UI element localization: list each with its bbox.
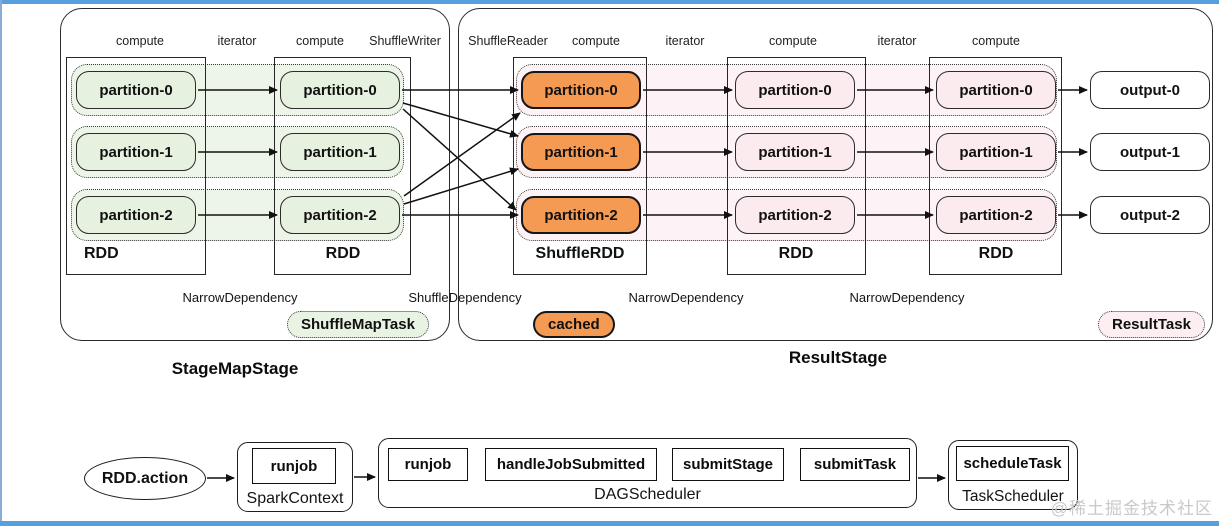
spark-context-label: SparkContext	[246, 490, 344, 507]
shuffle-map-task-badge: ShuffleMapTask	[287, 311, 429, 338]
dependency-label: NarrowDependency	[849, 290, 965, 305]
cached-badge: cached	[533, 311, 615, 338]
rdd3-box	[727, 57, 866, 275]
rdd-label: RDD	[978, 245, 1014, 262]
column-header: iterator	[877, 34, 917, 48]
column-header: compute	[296, 34, 344, 48]
partition-node: partition-2	[280, 196, 400, 234]
column-header: ShuffleWriter	[369, 34, 441, 48]
runjob-method: runjob	[252, 448, 336, 484]
cached-partition-node: partition-2	[521, 196, 641, 234]
column-header: iterator	[665, 34, 705, 48]
partition-node: partition-1	[76, 133, 196, 171]
submit-stage-method: submitStage	[672, 448, 784, 481]
map-stage-title: StageMapStage	[171, 359, 299, 378]
top-edge-line	[0, 0, 1219, 4]
shuffle-rdd-label: ShuffleRDD	[535, 245, 625, 262]
result-stage-title: ResultStage	[788, 348, 888, 367]
runjob-method: runjob	[388, 448, 468, 481]
column-header: ShuffleReader	[468, 34, 548, 48]
column-header: compute	[116, 34, 164, 48]
column-header: compute	[972, 34, 1020, 48]
dependency-label: NarrowDependency	[182, 290, 298, 305]
left-edge-line	[0, 0, 2, 526]
rdd1-box	[66, 57, 206, 275]
rdd-label: RDD	[84, 245, 119, 262]
cached-partition-node: partition-0	[521, 71, 641, 109]
watermark: @稀土掘金技术社区	[1050, 499, 1213, 518]
schedule-task-method: scheduleTask	[956, 446, 1069, 481]
submit-task-method: submitTask	[800, 448, 910, 481]
column-header: iterator	[217, 34, 257, 48]
output-node: output-0	[1090, 71, 1210, 109]
partition-node: partition-2	[936, 196, 1056, 234]
bottom-edge-line	[0, 521, 1219, 526]
column-header: compute	[572, 34, 620, 48]
partition-node: partition-1	[280, 133, 400, 171]
cached-partition-node: partition-1	[521, 133, 641, 171]
partition-node: partition-0	[76, 71, 196, 109]
rdd-action-node: RDD.action	[84, 457, 206, 500]
rdd-label: RDD	[778, 245, 814, 262]
dependency-label: NarrowDependency	[628, 290, 744, 305]
partition-node: partition-2	[76, 196, 196, 234]
result-task-badge: ResultTask	[1098, 311, 1205, 338]
rdd-label: RDD	[325, 245, 361, 262]
partition-node: partition-2	[735, 196, 855, 234]
partition-node: partition-1	[735, 133, 855, 171]
task-scheduler-label: TaskScheduler	[962, 488, 1064, 505]
dependency-label: ShuffleDependency	[408, 290, 522, 305]
partition-node: partition-0	[280, 71, 400, 109]
output-node: output-1	[1090, 133, 1210, 171]
dag-scheduler-label: DAGScheduler	[594, 486, 701, 503]
column-header: compute	[769, 34, 817, 48]
partition-node: partition-0	[735, 71, 855, 109]
handle-job-submitted-method: handleJobSubmitted	[485, 448, 657, 481]
rdd4-box	[929, 57, 1062, 275]
partition-node: partition-0	[936, 71, 1056, 109]
partition-node: partition-1	[936, 133, 1056, 171]
output-node: output-2	[1090, 196, 1210, 234]
